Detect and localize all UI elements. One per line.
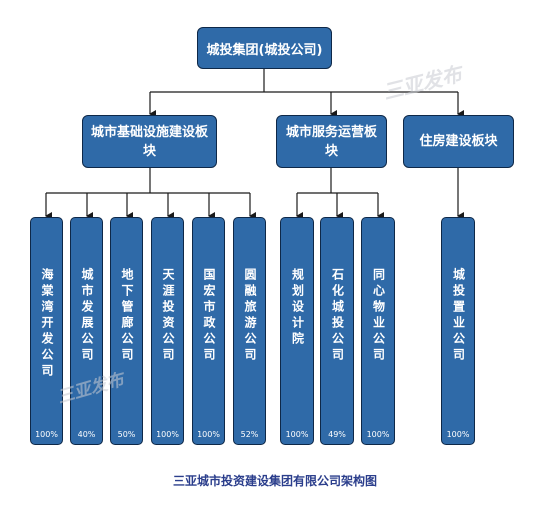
company-share: 40%: [77, 430, 96, 439]
company-share: 49%: [328, 430, 346, 439]
sector-label: 住房建设板块: [419, 134, 498, 149]
company-node-utility-tunnel: 地下管廊公司 50%: [110, 217, 143, 445]
company-name: 城市发展公司: [80, 268, 94, 364]
company-share: 52%: [240, 430, 259, 439]
company-name: 石化城投公司: [330, 268, 345, 364]
company-name: 海棠湾开发公司: [40, 268, 54, 380]
company-share: 100%: [446, 430, 470, 439]
company-node-tongxin-property: 同心物业公司 100%: [361, 217, 395, 445]
company-share: 50%: [117, 430, 136, 439]
company-node-guohong-municipal: 国宏市政公司 100%: [192, 217, 225, 445]
company-node-haitangwan: 海棠湾开发公司 100%: [30, 217, 63, 445]
sector-city-services: 城市服务运营板块: [276, 115, 387, 168]
company-node-urban-development: 城市发展公司 40%: [70, 217, 103, 445]
company-node-planning-institute: 规划设计院 100%: [280, 217, 314, 445]
company-share: 100%: [285, 430, 309, 439]
company-name: 同心物业公司: [371, 268, 386, 364]
root-label: 城投集团(城投公司): [206, 42, 323, 58]
company-share: 100%: [156, 430, 179, 439]
sector-label: 城市基础设施建设板块: [91, 124, 209, 159]
company-node-tianya-investment: 天涯投资公司 100%: [151, 217, 184, 445]
company-name: 国宏市政公司: [202, 268, 216, 364]
company-share: 100%: [197, 430, 220, 439]
company-name: 规划设计院: [290, 268, 305, 348]
root-node: 城投集团(城投公司): [197, 27, 332, 69]
company-name: 天涯投资公司: [161, 268, 175, 364]
company-node-real-estate: 城投置业公司 100%: [441, 217, 475, 445]
sector-infrastructure: 城市基础设施建设板块: [82, 115, 217, 168]
sector-housing: 住房建设板块: [403, 115, 514, 168]
diagram-caption: 三亚城市投资建设集团有限公司架构图: [172, 474, 377, 488]
company-node-yuanrong-tourism: 圆融旅游公司 52%: [233, 217, 266, 445]
company-share: 100%: [35, 430, 58, 439]
company-name: 地下管廊公司: [120, 268, 134, 364]
sector-label: 城市服务运营板块: [285, 124, 377, 159]
company-name: 圆融旅游公司: [243, 268, 257, 364]
company-node-petrochemical-investment: 石化城投公司 49%: [320, 217, 354, 445]
company-name: 城投置业公司: [451, 268, 466, 364]
company-share: 100%: [366, 430, 390, 439]
